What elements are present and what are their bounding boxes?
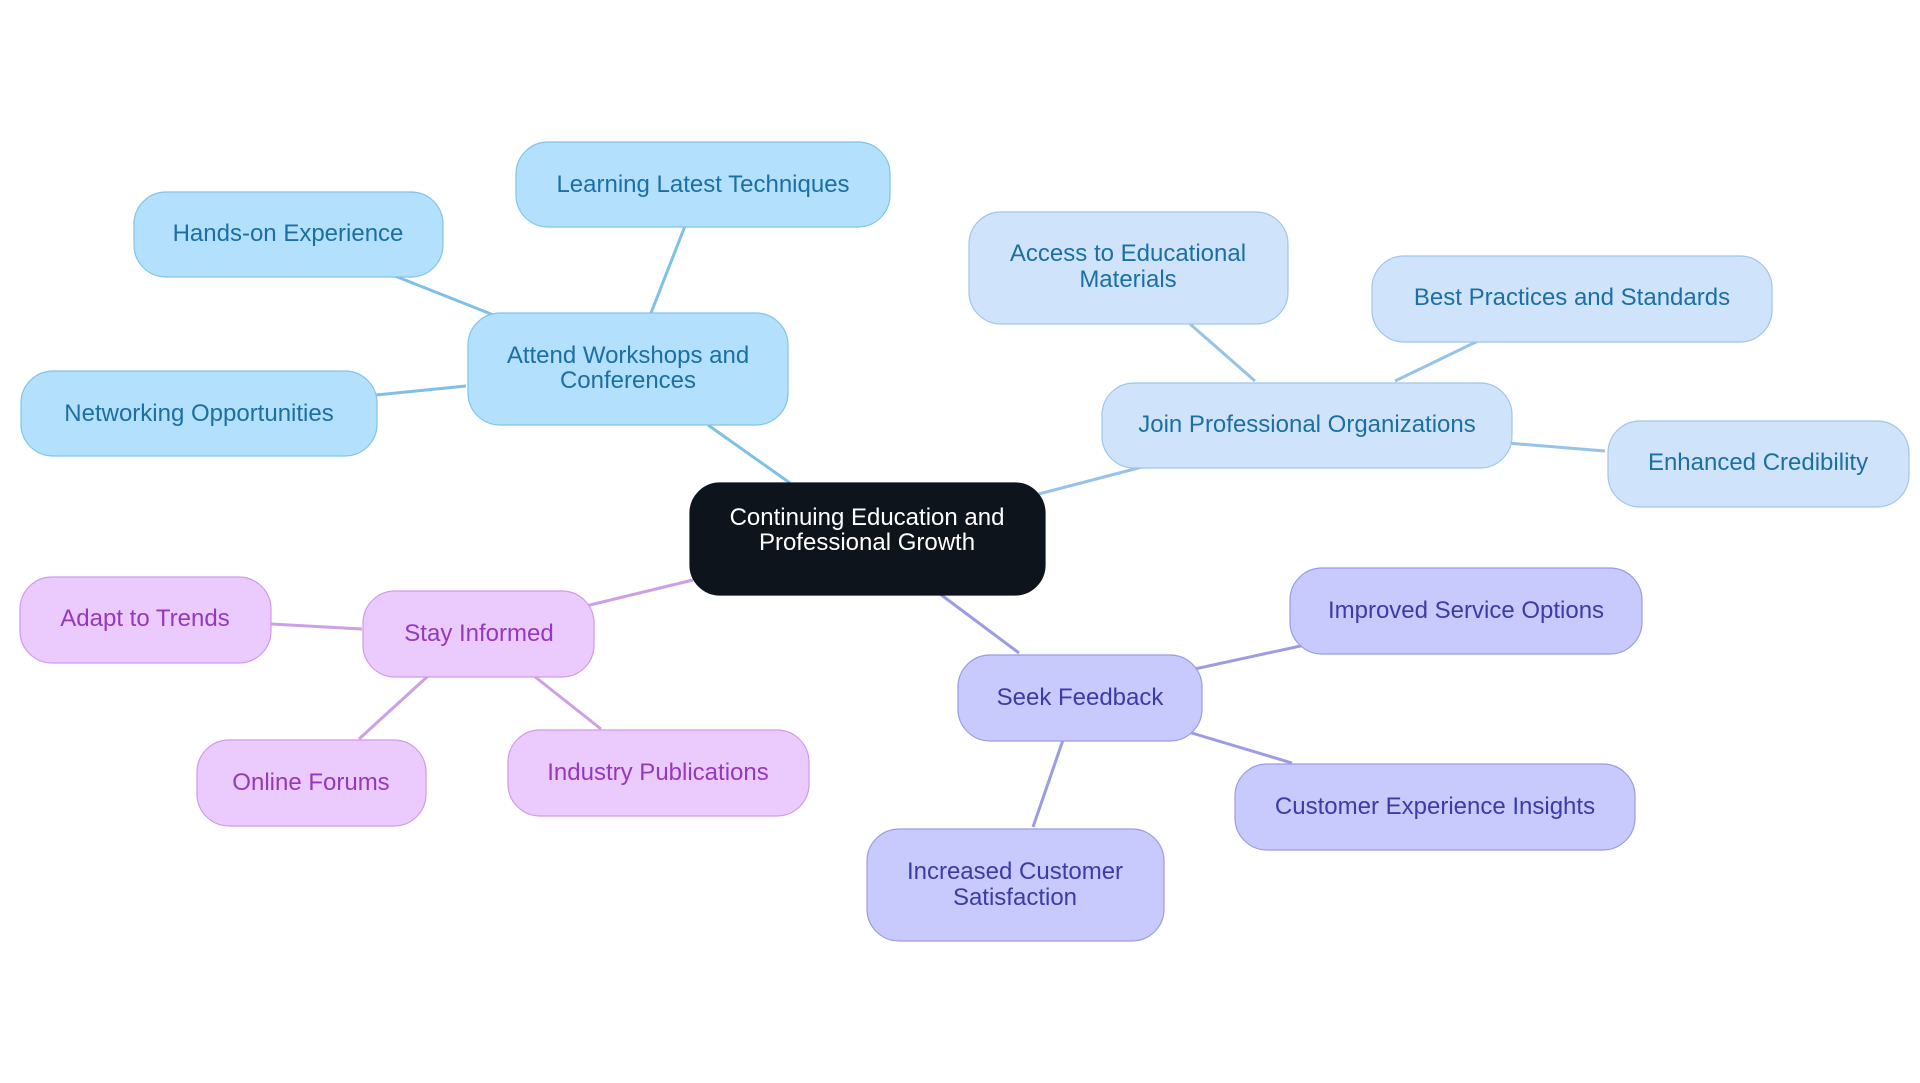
node-credibility[interactable]: Enhanced Credibility <box>1607 420 1910 508</box>
node-latest-techniques[interactable]: Learning Latest Techniques <box>515 141 891 228</box>
edge-orgs-best-practices <box>1394 338 1481 383</box>
feedback-label: Seek Feedback <box>997 684 1165 711</box>
node-satisfaction[interactable]: Increased Customer Satisfaction <box>866 828 1165 942</box>
edge-orgs-credibility <box>1506 441 1606 453</box>
latest-techniques-label: Learning Latest Techniques <box>556 171 849 198</box>
node-service-options[interactable]: Improved Service Options <box>1289 567 1643 655</box>
edge-root-workshops <box>707 423 791 485</box>
edge-orgs-educational-materials <box>1189 322 1256 383</box>
edge-root-feedback <box>939 592 1020 655</box>
edge-root-stay-informed <box>585 578 694 608</box>
best-practices-label: Best Practices and Standards <box>1414 284 1730 311</box>
trends-label: Adapt to Trends <box>60 605 229 632</box>
root-label-line-1: Continuing Education and <box>730 504 1005 531</box>
root-label-line-2: Professional Growth <box>759 529 975 556</box>
edge-workshops-latest-techniques <box>649 225 687 314</box>
workshops-label-line-1: Attend Workshops and <box>507 342 749 369</box>
forums-label: Online Forums <box>232 769 389 796</box>
professional-orgs-label: Join Professional Organizations <box>1138 411 1476 438</box>
connectors <box>270 225 1606 828</box>
edge-feedback-cx-insights <box>1184 729 1293 765</box>
credibility-label: Enhanced Credibility <box>1648 449 1868 476</box>
educational-materials-label-line-2: Materials <box>1079 266 1176 293</box>
stay-informed-label: Stay Informed <box>404 620 553 647</box>
workshops-label-line-2: Conferences <box>560 367 696 394</box>
service-options-label: Improved Service Options <box>1328 597 1604 624</box>
edge-informed-trends <box>270 622 363 631</box>
node-hands-on[interactable]: Hands-on Experience <box>133 191 444 278</box>
satisfaction-label-line-1: Increased Customer <box>907 858 1123 885</box>
edge-root-professional-orgs <box>1034 465 1143 497</box>
node-publications[interactable]: Industry Publications <box>507 729 810 817</box>
node-feedback[interactable]: Seek Feedback <box>957 654 1203 742</box>
node-best-practices[interactable]: Best Practices and Standards <box>1371 255 1773 343</box>
educational-materials-label-line-1: Access to Educational <box>1010 240 1246 267</box>
node-educational-materials[interactable]: Access to Educational Materials <box>968 211 1289 325</box>
node-trends[interactable]: Adapt to Trends <box>19 576 272 664</box>
cx-insights-label: Customer Experience Insights <box>1275 793 1595 820</box>
node-forums[interactable]: Online Forums <box>196 739 427 827</box>
node-stay-informed[interactable]: Stay Informed <box>362 590 595 678</box>
edge-workshops-networking <box>375 384 467 397</box>
hands-on-label: Hands-on Experience <box>173 220 404 247</box>
publications-label: Industry Publications <box>547 759 768 786</box>
edge-feedback-satisfaction <box>1031 739 1065 828</box>
edge-feedback-service-options <box>1189 643 1306 672</box>
node-networking[interactable]: Networking Opportunities <box>20 370 378 457</box>
root-node[interactable]: Continuing Education and Professional Gr… <box>689 482 1046 596</box>
networking-label: Networking Opportunities <box>64 400 333 427</box>
edge-workshops-hands-on <box>394 274 497 318</box>
edge-informed-forums <box>357 674 430 741</box>
node-cx-insights[interactable]: Customer Experience Insights <box>1234 763 1636 851</box>
node-professional-orgs[interactable]: Join Professional Organizations <box>1101 382 1513 469</box>
satisfaction-label-line-2: Satisfaction <box>953 884 1077 911</box>
node-workshops[interactable]: Attend Workshops and Conferences <box>467 312 789 426</box>
edge-informed-publications <box>533 674 602 731</box>
